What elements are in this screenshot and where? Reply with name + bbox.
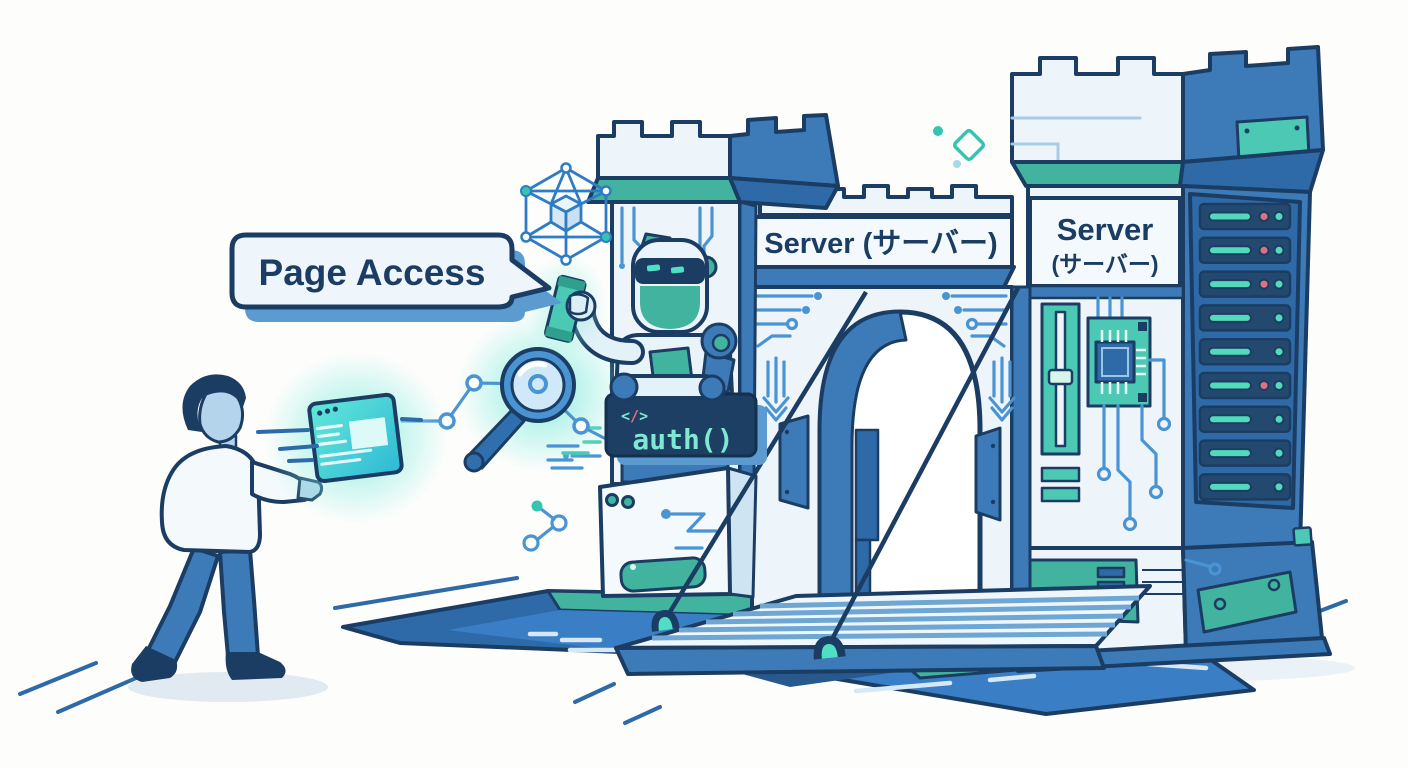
tower-banner — [1028, 196, 1182, 288]
gate-banner-label: Server (サーバー) — [764, 228, 997, 260]
gate-panel-left — [778, 414, 810, 510]
robot-face — [640, 286, 700, 329]
kiosk-button — [605, 493, 619, 507]
gate-side-band — [1010, 285, 1032, 627]
drawbridge-edge — [614, 644, 1106, 676]
robot-eye — [670, 266, 685, 274]
browser-window-icon — [307, 392, 404, 484]
robot-visor — [635, 258, 705, 284]
server-slot — [1198, 439, 1292, 467]
left-crown-side — [728, 113, 840, 188]
server-slot — [1198, 236, 1292, 265]
server-slot — [1198, 405, 1292, 434]
gate-circuit-right — [942, 292, 1016, 422]
auth-sign: </> auth() — [604, 392, 767, 465]
robot-forearm — [609, 372, 726, 402]
sparkle-diamond-icon — [952, 128, 986, 162]
kiosk — [598, 454, 758, 599]
person-back-shoe — [131, 646, 178, 682]
speech-bubble: Page Access — [229, 232, 562, 322]
window-speed-lines — [256, 417, 423, 463]
server-slot — [1198, 304, 1292, 332]
tower-chip-module — [1086, 296, 1172, 532]
speech-bubble-label: Page Access — [259, 252, 486, 293]
server-slot — [1198, 337, 1292, 366]
tower-banner-label-1: Server — [1057, 212, 1154, 247]
server-slot — [1198, 202, 1292, 231]
chain-right — [827, 286, 1020, 647]
sparkle-dot-blue — [953, 160, 961, 168]
magnifying-glass-icon — [463, 347, 576, 473]
kiosk-button — [621, 495, 635, 509]
browser-window-group — [256, 352, 448, 524]
gate-circuit-left — [754, 292, 822, 422]
auth-label: auth() — [632, 423, 733, 456]
chain-anchor-right — [813, 636, 846, 660]
server-tower: Server (サーバー) — [1010, 45, 1332, 673]
tower-banner-label-2: (サーバー) — [1051, 251, 1158, 277]
chain-anchor-left — [651, 609, 680, 632]
server-rack-slots — [1198, 202, 1292, 501]
person-hair — [182, 374, 246, 432]
kiosk-tray — [619, 556, 707, 593]
left-crown-front — [596, 120, 732, 180]
code-tag-icon: </> — [621, 407, 648, 425]
network-cube-icon — [520, 162, 612, 266]
robot-eye — [646, 264, 661, 272]
text-dashes — [546, 444, 590, 470]
person-shirt — [159, 444, 262, 554]
plinth-plate — [1196, 570, 1298, 634]
person-back-leg — [146, 546, 220, 666]
server-slot — [1198, 270, 1292, 298]
person-figure — [131, 374, 324, 682]
tower-banner-ledge — [1026, 284, 1185, 300]
left-crown-band-blue — [728, 176, 840, 210]
tower-crown-front — [1010, 56, 1185, 164]
arch-reveal — [818, 310, 908, 627]
robot-head — [631, 232, 718, 334]
share-nodes-icon — [522, 500, 568, 552]
server-slot — [1198, 473, 1292, 501]
gate-panel-right — [974, 426, 1002, 522]
person-front-leg — [218, 548, 260, 658]
server-slot — [1198, 371, 1292, 400]
sparkles — [933, 126, 986, 168]
person-shadow — [128, 672, 328, 702]
sparkle-dot-teal — [933, 126, 943, 136]
person-front-shoe — [225, 652, 286, 680]
robot-gauntlet — [609, 372, 639, 402]
person-face — [198, 389, 245, 444]
tower-slider-module — [1040, 302, 1081, 503]
drawbridge — [614, 584, 1152, 676]
tower-crown-band-teal — [1010, 160, 1185, 188]
gate-banner-ledge — [746, 265, 1016, 289]
